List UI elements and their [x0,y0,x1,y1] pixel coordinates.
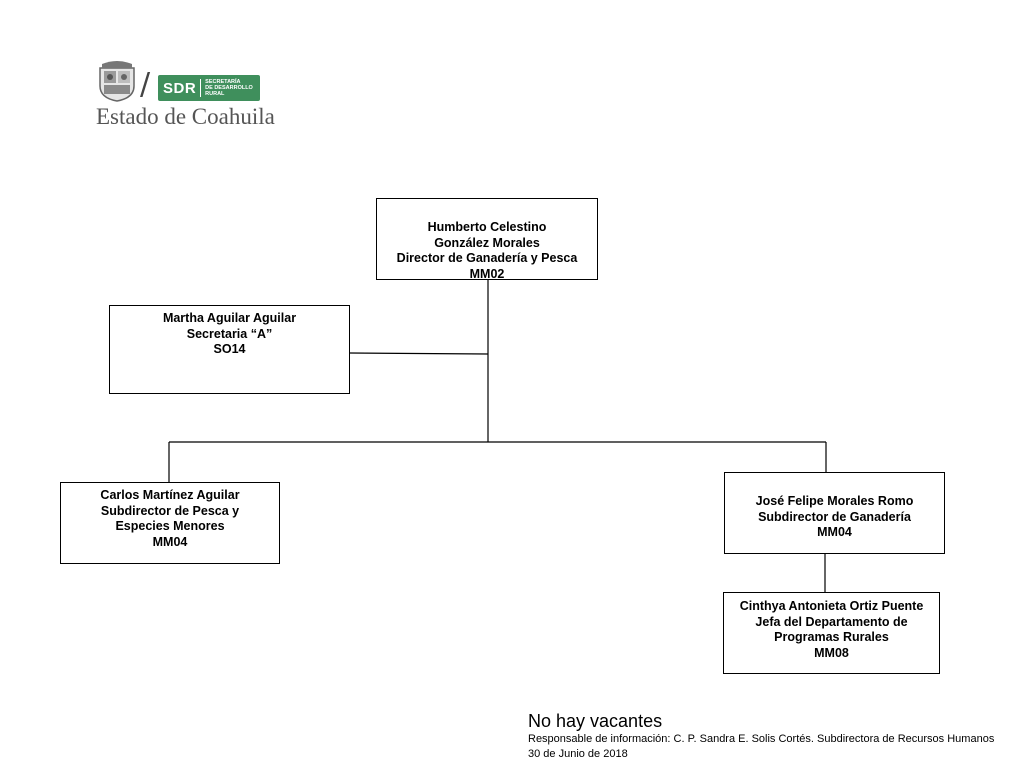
box-line: MM04 [817,525,852,539]
box-line: SO14 [213,342,246,356]
state-name: Estado de Coahuila [96,104,275,129]
sdr-sub-line: DE DESARROLLO [205,85,253,91]
box-line: Especies Menores [115,519,225,533]
date-note: 30 de Junio de 2018 [528,748,628,760]
vacancies-note: No hay vacantes [528,711,663,731]
box-line: MM04 [152,534,188,549]
org-box-subdirector-pesca: Carlos Martínez Aguilar Subdirector de P… [60,482,280,564]
box-line: Cinthya Antonieta Ortiz Puente [739,599,924,613]
sdr-badge: SDR SECRETARÍA DE DESARROLLO RURAL [158,75,260,101]
sdr-brand-subtitle: SECRETARÍA DE DESARROLLO RURAL [205,79,255,97]
sdr-sub-line: SECRETARÍA [205,79,241,85]
box-line: Programas Rurales [774,630,889,644]
box-line: José Felipe Morales Romo [755,494,914,508]
box-line: Director de Ganadería y Pesca [396,251,578,265]
box-line: Carlos Martínez Aguilar [100,488,240,502]
box-line: Subdirector de Pesca y [100,503,240,518]
box-line: Subdirector de Ganadería [758,509,911,524]
footer: No hay vacantes Responsable de informaci… [528,710,994,762]
box-line: MM02 [469,266,505,281]
org-box-secretaria: Martha Aguilar Aguilar Secretaria “A” SO… [109,305,350,394]
org-box-jefa-programas: Cinthya Antonieta Ortiz Puente Jefa del … [723,592,940,674]
box-line: Jefa del Departamento de [755,614,908,629]
box-line: Secretaria “A” [186,326,273,341]
responsible-note: Responsable de información: C. P. Sandra… [528,733,995,745]
sdr-separator [200,79,202,97]
connector-secretaria [349,352,489,355]
box-line: González Morales [434,235,540,250]
sdr-brand-text: SDR [163,79,197,97]
org-box-subdirector-ganaderia: José Felipe Morales Romo Subdirector de … [724,472,945,554]
logo-divider: / [140,67,151,102]
box-line: Humberto Celestino [427,220,547,234]
org-box-director: Humberto Celestino González Morales Dire… [376,198,598,281]
box-line: Martha Aguilar Aguilar [162,311,297,325]
box-line: MM08 [814,645,849,660]
sdr-sub-line: RURAL [205,91,225,97]
coahuila-coat-of-arms-icon [99,61,135,102]
sdr-coahuila-logo: / SDR SECRETARÍA DE DESARROLLO RURAL Est… [96,58,275,130]
